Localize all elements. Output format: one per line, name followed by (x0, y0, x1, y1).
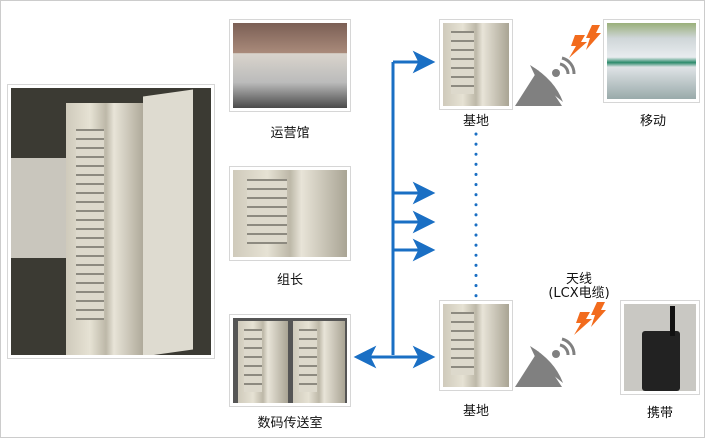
base-station-bottom-label: 基地 (462, 404, 489, 419)
group-photo (229, 166, 351, 261)
control-center-photo (229, 19, 351, 112)
handset-photo (620, 300, 700, 395)
base-station-bottom-photo (439, 300, 513, 391)
arrow-head (412, 181, 436, 205)
dish-antenna-icon (515, 56, 576, 106)
dish-antenna-icon (515, 337, 576, 387)
mobile-label: 移动 (639, 114, 666, 129)
digital-transmission-room-photo (229, 314, 351, 407)
arrow-head (412, 345, 436, 369)
lightning-icon (569, 25, 601, 58)
control-center-label: 运营馆 (270, 126, 310, 141)
base-station-top-label: 基地 (462, 114, 489, 129)
antenna-cable-label: (LCX电缆) (548, 286, 610, 301)
base-station-top-photo (439, 19, 513, 110)
arrow-head-left (353, 345, 377, 369)
antenna-label: 天线 (565, 272, 592, 287)
arrow-head (412, 238, 436, 262)
group-label: 组长 (276, 273, 303, 288)
main-cabinet-photo (7, 84, 215, 359)
train-photo (603, 19, 700, 103)
arrow-head (412, 210, 436, 234)
arrow-head (412, 50, 436, 74)
lightning-icon (574, 302, 606, 335)
portable-label: 携带 (646, 406, 673, 421)
digital-transmission-room-label: 数码传送室 (257, 416, 323, 431)
